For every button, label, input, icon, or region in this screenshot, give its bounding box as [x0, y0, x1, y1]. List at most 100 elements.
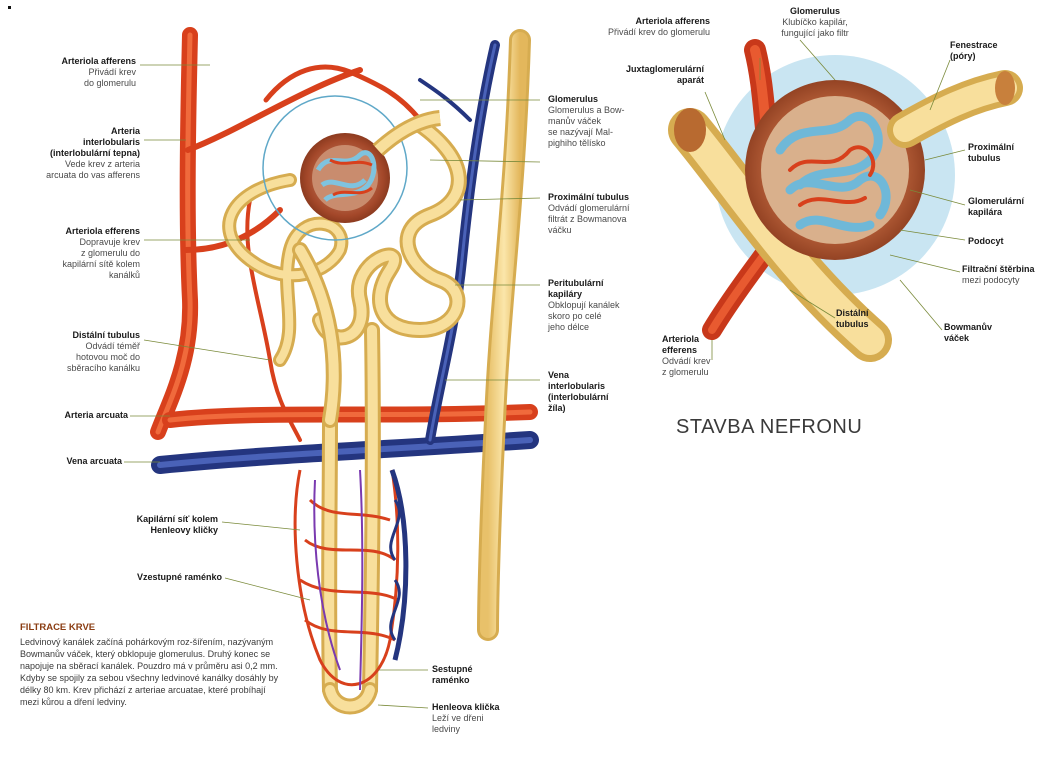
label-r-arteriola-afferens: Arteriola afferens Přivádí krev do glome… [580, 16, 710, 38]
label-title: Sestupné [432, 664, 522, 675]
label-kapilarni-sit: Kapilární síť kolem Henleovy kličky [100, 514, 218, 536]
label-title: Podocyt [968, 236, 1048, 247]
label-title: (interlobulární tepna) [4, 148, 140, 159]
arcuate-vessels [160, 412, 530, 465]
henle-capillary-net [295, 470, 406, 690]
page-title: STAVBA NEFRONU [676, 416, 862, 439]
label-text: manův váček [548, 116, 668, 127]
label-title: kapiláry [548, 289, 658, 300]
label-title: Distální tubulus [14, 330, 140, 341]
label-text: Odvádí krev [662, 356, 742, 367]
label-text: kanálků [14, 270, 140, 281]
label-title: Filtrační štěrbina [962, 264, 1052, 275]
label-text: arcuata do vas afferens [4, 170, 140, 181]
label-r-distalni: Distální tubulus [836, 308, 906, 330]
label-text: pighiho tělísko [548, 138, 668, 149]
label-title: Arteriola afferens [14, 56, 136, 67]
label-r-podocyt: Podocyt [968, 236, 1048, 247]
label-title: Arteriola efferens [14, 226, 140, 237]
label-arteriola-afferens: Arteriola afferens Přivádí krev do glome… [14, 56, 136, 89]
label-text: Leží ve dřeni [432, 713, 532, 724]
label-title: Arteriola [662, 334, 742, 345]
label-title: váček [944, 333, 1024, 344]
label-title: interlobularis [4, 137, 140, 148]
label-title: aparát [594, 75, 704, 86]
label-title: Proximální tubulus [548, 192, 668, 203]
label-text: Obklopují kanálek [548, 300, 658, 311]
label-text: Přivádí krev [14, 67, 136, 78]
label-text: Odvádí glomerulární [548, 203, 668, 214]
label-glomerulus: Glomerulus Glomerulus a Bow- manův váček… [548, 94, 668, 149]
filtrace-heading: FILTRACE KRVE [20, 622, 282, 634]
label-vzestupne-ramenko: Vzestupné raménko [90, 572, 222, 583]
label-r-efferens: Arteriola efferens Odvádí krev z glomeru… [662, 334, 742, 378]
label-title: tubulus [836, 319, 906, 330]
label-r-glomerulus: Glomerulus Klubíčko kapilár, fungující j… [760, 6, 870, 39]
label-title: Kapilární síť kolem [100, 514, 218, 525]
label-text: ledviny [432, 724, 532, 735]
label-text: Klubíčko kapilár, [760, 17, 870, 28]
label-text: váčku [548, 225, 668, 236]
label-title: Henleovy kličky [100, 525, 218, 536]
label-text: z glomerulu do [14, 248, 140, 259]
label-r-filtracni: Filtrační štěrbina mezi podocyty [962, 264, 1052, 286]
label-r-juxta: Juxtaglomerulární aparát [594, 64, 704, 86]
label-title: Arteria [4, 126, 140, 137]
label-text: Vede krev z arteria [4, 159, 140, 170]
label-sestupne-ramenko: Sestupné raménko [432, 664, 522, 686]
label-title: kapilára [968, 207, 1048, 218]
label-r-fenestrace: Fenestrace (póry) [950, 40, 1040, 62]
label-text: jeho délce [548, 322, 658, 333]
label-text: Glomerulus a Bow- [548, 105, 668, 116]
label-title: Vena arcuata [14, 456, 122, 467]
label-title: žíla) [548, 403, 648, 414]
label-text: se nazývají Mal- [548, 127, 668, 138]
label-text: sběracího kanálku [14, 363, 140, 374]
label-title: (interlobulární [548, 392, 648, 403]
label-vena-arcuata: Vena arcuata [14, 456, 122, 467]
vena-interlobularis-vessel [420, 45, 495, 440]
label-henleova-klicka: Henleova klička Leží ve dřeni ledviny [432, 702, 532, 735]
label-text: fungující jako filtr [760, 28, 870, 39]
label-peritubularni-kapilary: Peritubulární kapiláry Obklopují kanálek… [548, 278, 658, 333]
label-title: Vena [548, 370, 648, 381]
label-text: Dopravuje krev [14, 237, 140, 248]
label-title: Arteria arcuata [14, 410, 128, 421]
label-text: filtrát z Bowmanova [548, 214, 668, 225]
label-title: Bowmanův [944, 322, 1024, 333]
label-title: efferens [662, 345, 742, 356]
label-arteria-interlobularis: Arteria interlobularis (interlobulární t… [4, 126, 140, 181]
label-title: Distální [836, 308, 906, 319]
filtrace-text: Ledvinový kanálek začíná pohárkovým roz-… [20, 637, 278, 707]
label-text: mezi podocyty [962, 275, 1052, 286]
label-title: raménko [432, 675, 522, 686]
label-proximalni-tubulus: Proximální tubulus Odvádí glomerulární f… [548, 192, 668, 236]
label-title: Proximální [968, 142, 1048, 153]
label-title: Henleova klička [432, 702, 532, 713]
label-r-glom-kapilara: Glomerulární kapilára [968, 196, 1048, 218]
label-text: kapilární sítě kolem [14, 259, 140, 270]
label-text: hotovou moč do [14, 352, 140, 363]
label-text: z glomerulu [662, 367, 742, 378]
filtrace-krve-box: FILTRACE KRVE Ledvinový kanálek začíná p… [20, 622, 282, 708]
label-title: (póry) [950, 51, 1040, 62]
label-title: Glomerulus [760, 6, 870, 17]
label-title: Vzestupné raménko [90, 572, 222, 583]
label-title: Peritubulární [548, 278, 658, 289]
label-title: Glomerulární [968, 196, 1048, 207]
collecting-duct [488, 40, 520, 630]
label-title: Glomerulus [548, 94, 668, 105]
label-title: Juxtaglomerulární [594, 64, 704, 75]
label-distalni-tubulus: Distální tubulus Odvádí téměř hotovou mo… [14, 330, 140, 374]
label-text: Odvádí téměř [14, 341, 140, 352]
label-text: Přivádí krev do glomerulu [580, 27, 710, 38]
label-vena-interlobularis: Vena interlobularis (interlobulární žíla… [548, 370, 648, 414]
label-title: tubulus [968, 153, 1048, 164]
label-r-proximalni: Proximální tubulus [968, 142, 1048, 164]
label-text: do glomerulu [14, 78, 136, 89]
label-text: skoro po celé [548, 311, 658, 322]
label-arteria-arcuata: Arteria arcuata [14, 410, 128, 421]
label-title: interlobularis [548, 381, 648, 392]
label-title: Fenestrace [950, 40, 1040, 51]
label-arteriola-efferens: Arteriola efferens Dopravuje krev z glom… [14, 226, 140, 281]
